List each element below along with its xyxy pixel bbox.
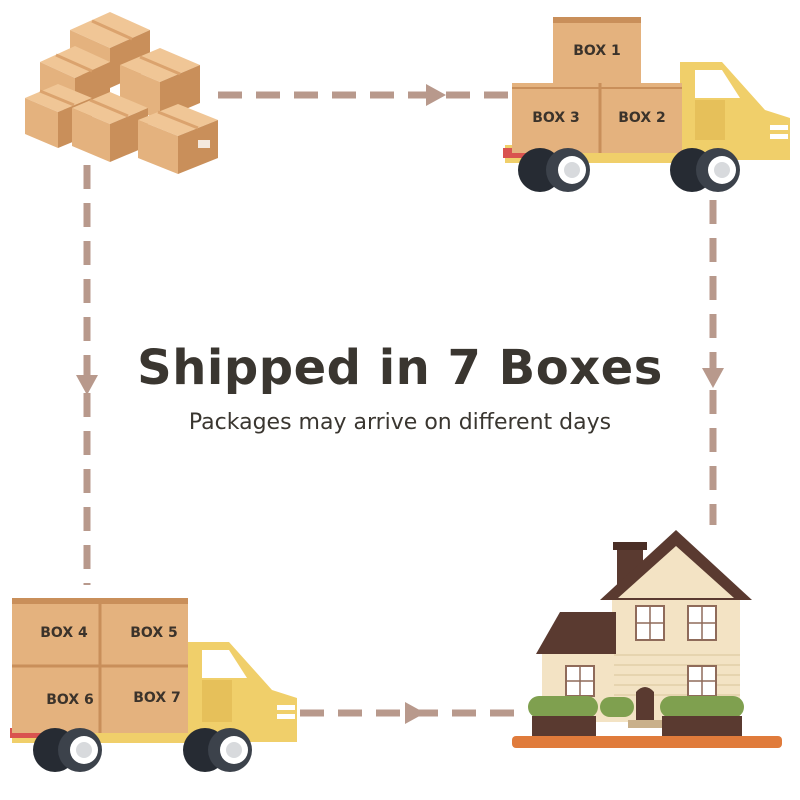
box-label-5: BOX 5 (130, 625, 177, 641)
truck-wheel (518, 148, 590, 192)
arrowhead-right-top (426, 84, 446, 106)
delivery-truck-icon: BOX 1 BOX 3 BOX 2 (503, 17, 790, 192)
page-title: Shipped in 7 Boxes (137, 340, 663, 396)
truck-wheel (670, 148, 740, 192)
box-label-1: BOX 1 (573, 43, 620, 59)
box-pile-icon (25, 12, 218, 174)
box-label-2: BOX 2 (618, 110, 665, 126)
arrowhead-down-right (702, 368, 724, 388)
delivery-truck-icon: BOX 4 BOX 5 BOX 6 BOX 7 (10, 598, 297, 772)
box-label-6: BOX 6 (46, 692, 93, 708)
box-label-3: BOX 3 (532, 110, 579, 126)
arrowhead-right-bottom (405, 702, 425, 724)
truck-wheel (33, 728, 102, 772)
box-label-4: BOX 4 (40, 625, 88, 641)
box-label-7: BOX 7 (133, 690, 180, 706)
arrowhead-down-left (76, 375, 98, 395)
truck-wheel (183, 728, 252, 772)
arrowheads (76, 84, 724, 724)
house-icon (512, 530, 782, 748)
page-subtitle: Packages may arrive on different days (188, 410, 612, 435)
